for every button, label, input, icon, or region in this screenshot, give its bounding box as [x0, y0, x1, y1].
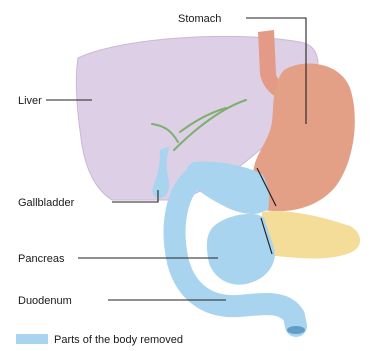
legend-label: Parts of the body removed [54, 334, 183, 346]
duodenum-label: Duodenum [18, 295, 72, 307]
legend-swatch [16, 334, 48, 344]
liver-label: Liver [18, 95, 42, 107]
pancreas-remaining-shape [260, 211, 360, 258]
stomach-label: Stomach [178, 13, 221, 25]
duodenum-end [287, 326, 305, 334]
pancreas-head-shape [207, 214, 275, 285]
pancreas-label: Pancreas [18, 253, 65, 265]
gallbladder-label: Gallbladder [18, 197, 75, 209]
